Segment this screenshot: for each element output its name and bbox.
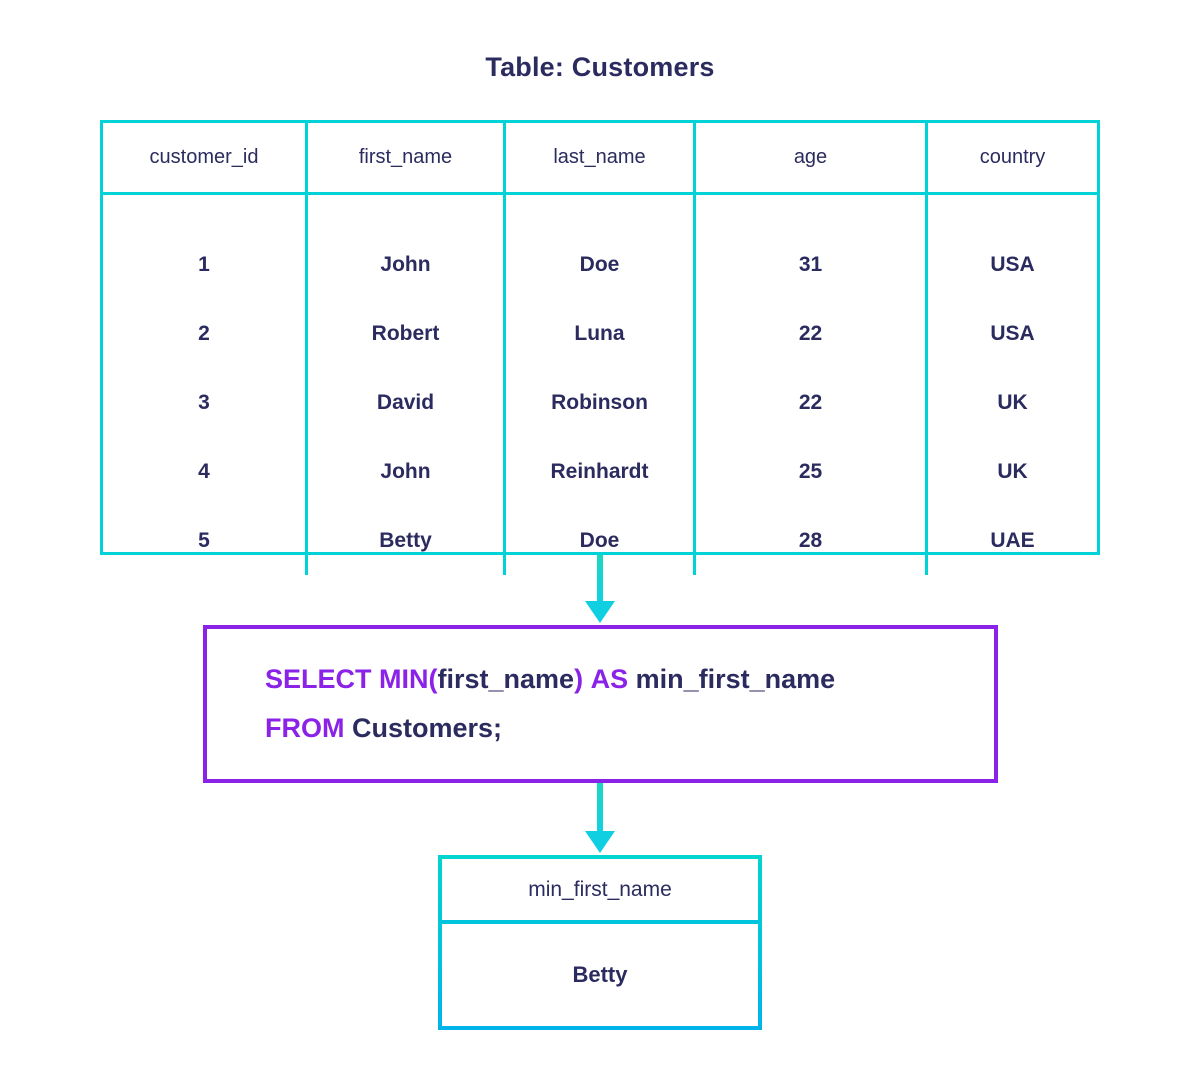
sql-paren-close: ) [574, 664, 584, 694]
arrow-shaft [597, 555, 603, 603]
table-cell: 31 [798, 252, 823, 276]
sql-keyword-select-min: SELECT MIN [265, 664, 429, 694]
table-cell: 28 [798, 528, 823, 552]
table-cell: Robert [371, 321, 440, 345]
column-header-customer-id: customer_id [149, 146, 259, 168]
sql-query-line-2: FROM Customers; [265, 704, 994, 753]
table-cell: John [380, 252, 431, 276]
table-cell: 3 [198, 390, 210, 414]
sql-paren-open: ( [428, 664, 438, 694]
sql-query-box: SELECT MIN(first_name) AS min_first_name… [203, 625, 998, 783]
customers-table: customer_id first_name last_name age cou… [100, 120, 1100, 575]
table-cell: USA [990, 252, 1035, 276]
column-header-country: country [925, 123, 1097, 192]
down-arrow-icon [580, 555, 620, 625]
column-header-last-name: last_name [503, 123, 693, 192]
sql-keyword-from: FROM [265, 713, 345, 743]
sql-keyword-as: AS [590, 664, 629, 694]
table-cell: Betty [379, 528, 432, 552]
spacer [308, 195, 503, 230]
sql-argument-first-name: first_name [437, 664, 575, 694]
table-cell: 1 [198, 252, 210, 276]
arrow-head [585, 831, 615, 853]
table-cell: 2 [198, 321, 210, 345]
table-column-country: USA USA UK UK UAE [925, 195, 1097, 575]
table-cell: Robinson [551, 390, 648, 414]
table-cell: Doe [579, 528, 620, 552]
sql-table-customers: Customers; [352, 713, 503, 743]
sql-query-line-1: SELECT MIN(first_name) AS min_first_name [265, 655, 994, 704]
sql-alias-min-first-name: min_first_name [635, 664, 836, 694]
table-cell: UK [997, 459, 1028, 483]
table-cell: UAE [990, 528, 1035, 552]
table-cell: 4 [198, 459, 210, 483]
table-cell: Doe [579, 252, 620, 276]
table-cell: David [376, 390, 435, 414]
arrow-head [585, 601, 615, 623]
column-header-first-name: first_name [305, 123, 503, 192]
table-cell: 22 [798, 321, 823, 345]
table-cell: Reinhardt [550, 459, 649, 483]
spacer [928, 195, 1097, 230]
table-cell: 25 [798, 459, 823, 483]
spacer [506, 195, 693, 230]
spacer [103, 195, 305, 230]
result-value-cell: Betty [572, 962, 628, 987]
result-table: min_first_name Betty [438, 855, 762, 1030]
table-column-age: 31 22 22 25 28 [693, 195, 925, 575]
table-column-customer-id: 1 2 3 4 5 [103, 195, 305, 575]
arrow-shaft [597, 783, 603, 833]
table-cell: USA [990, 321, 1035, 345]
table-cell: 5 [198, 528, 210, 552]
table-header-row: customer_id first_name last_name age cou… [103, 123, 1097, 195]
page-title: Table: Customers [485, 52, 715, 82]
table-body: 1 2 3 4 5 John Robert David John Betty D… [103, 195, 1097, 575]
column-header-age: age [693, 123, 925, 192]
spacer [696, 195, 925, 230]
table-cell: UK [997, 390, 1028, 414]
table-cell: Luna [574, 321, 625, 345]
table-cell: John [380, 459, 431, 483]
down-arrow-icon [580, 783, 620, 855]
table-cell: 22 [798, 390, 823, 414]
result-column-header: min_first_name [442, 859, 758, 924]
table-column-first-name: John Robert David John Betty [305, 195, 503, 575]
table-column-last-name: Doe Luna Robinson Reinhardt Doe [503, 195, 693, 575]
